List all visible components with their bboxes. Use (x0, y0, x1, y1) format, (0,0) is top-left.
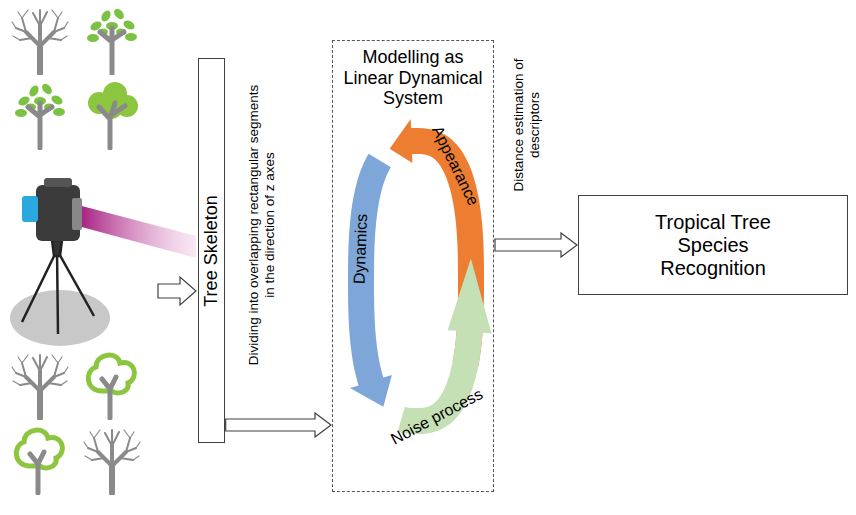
group-box: DynamicsAppearanceNoise processModelling… (332, 40, 494, 492)
tree-icon (84, 430, 140, 493)
cycle-arrow: Dynamics (346, 151, 394, 409)
hollow-arrow (226, 413, 331, 437)
node-label: Dynamics (351, 214, 372, 285)
process-box: Tropical Tree Species Recognition (578, 195, 848, 295)
cycle-arrow: Noise process (395, 256, 494, 436)
tree-icon (15, 82, 65, 148)
tree-icon (12, 10, 68, 73)
tree-icon (87, 7, 137, 73)
edge-label: Dividing into overlapping rectangular se… (246, 80, 278, 370)
tree-icon (88, 355, 134, 418)
arrow-shape (348, 154, 392, 407)
node-label: Modelling as Linear Dynamical System (339, 47, 487, 109)
tree-icon (12, 355, 68, 418)
node-label: Tree Skeleton (201, 195, 222, 306)
tree-icon (88, 82, 138, 148)
hollow-arrow (158, 277, 196, 305)
node-label: Tropical Tree Species Recognition (643, 211, 783, 280)
laser-beam (78, 205, 196, 258)
scanner-lens (72, 198, 82, 230)
process-box: Tree Skeleton (198, 58, 225, 443)
laser-scanner (10, 178, 196, 346)
tree-icons (12, 7, 140, 493)
hollow-arrow (495, 233, 577, 257)
tripod (22, 240, 94, 334)
edge-label: Distance estimation of descriptors (511, 55, 543, 195)
scanner-handle (44, 178, 72, 187)
tree-icon (16, 430, 62, 493)
scanner-panel (22, 196, 38, 222)
